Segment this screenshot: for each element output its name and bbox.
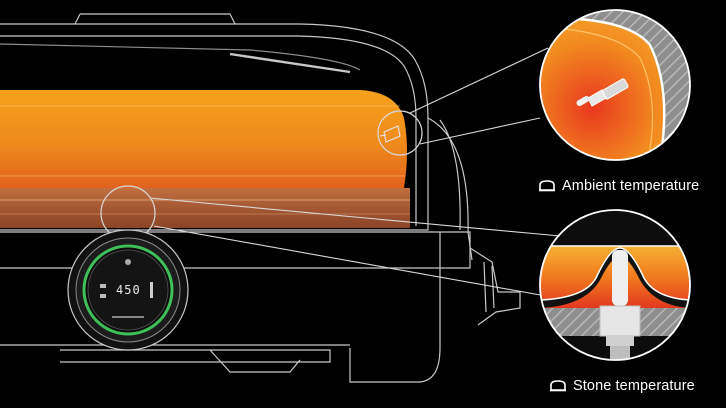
- oven-body-outline: [0, 13, 521, 383]
- stone-zoom-view: [540, 210, 690, 360]
- ambient-temperature-label: Ambient temperature: [562, 178, 700, 194]
- ambient-connector-bottom: [419, 117, 541, 145]
- oven-icon: [539, 180, 555, 192]
- oven-icon: [550, 380, 566, 392]
- control-dial: [67, 229, 189, 351]
- stone-connector-top: [149, 197, 561, 237]
- stone-probe-detail: [599, 250, 641, 360]
- ambient-sensor-marker: [377, 110, 423, 156]
- ambient-zoom-view: [540, 10, 690, 160]
- chamber-heat-zone: [0, 90, 407, 188]
- ambient-probe-small: [379, 125, 401, 143]
- stone-temperature-label: Stone temperature: [573, 378, 695, 394]
- stone-connector-bottom: [153, 225, 547, 297]
- ambient-probe-detail: [576, 78, 629, 107]
- pizza-stone: [0, 188, 410, 228]
- dial-temperature-readout: 450: [116, 283, 141, 297]
- ambient-connector-top: [409, 47, 549, 114]
